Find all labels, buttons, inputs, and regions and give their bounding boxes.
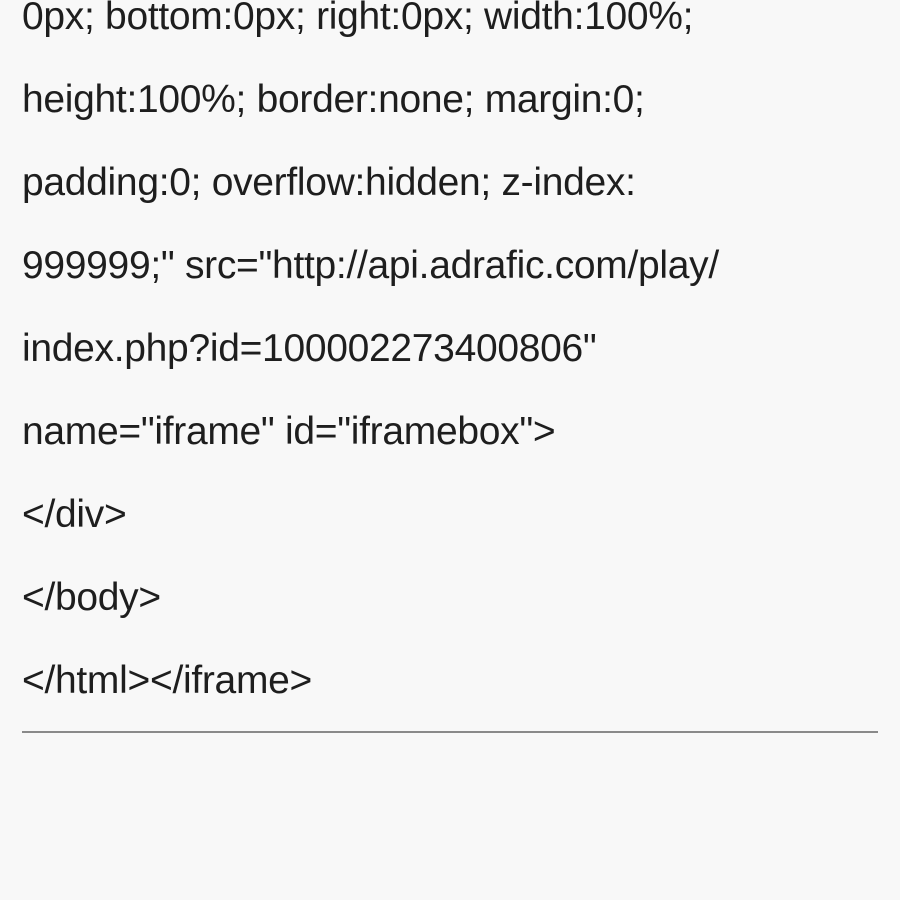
code-line: index.php?id=100002273400806"	[22, 327, 597, 370]
code-line: name="iframe" id="iframebox">	[22, 410, 556, 453]
horizontal-divider	[22, 731, 878, 733]
code-text-block: 0px; bottom:0px; right:0px; width:100%; …	[22, 0, 878, 722]
code-line: height:100%; border:none; margin:0;	[22, 78, 645, 121]
code-line: </html></iframe>	[22, 659, 313, 702]
code-line: </body>	[22, 576, 161, 619]
code-line: 0px; bottom:0px; right:0px; width:100%;	[22, 0, 694, 38]
code-line: padding:0; overflow:hidden; z-index:	[22, 161, 636, 204]
code-line: </div>	[22, 493, 127, 536]
code-line: 999999;" src="http://api.adrafic.com/pla…	[22, 244, 719, 287]
